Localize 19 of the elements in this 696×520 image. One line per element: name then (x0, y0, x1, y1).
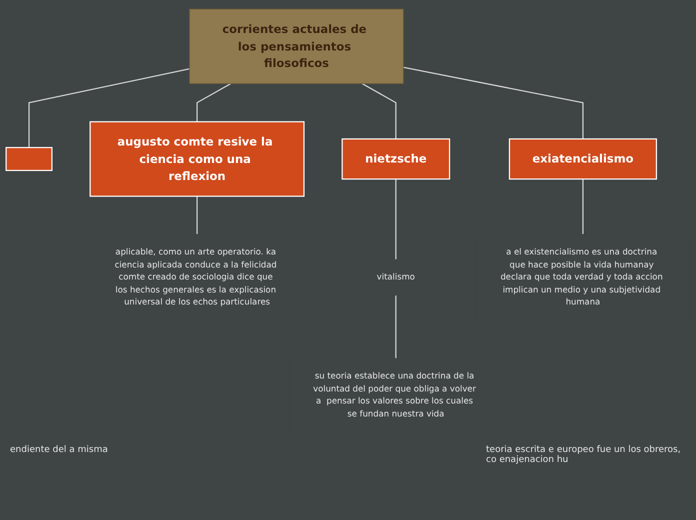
connector (582, 178, 584, 234)
connector (395, 294, 396, 358)
connector (362, 82, 396, 138)
node-box: corrientes actuales de los pensamientos filosoficos (189, 8, 404, 84)
note-text: endiente del a misma (10, 445, 108, 457)
connector (196, 196, 198, 234)
connector (28, 68, 190, 148)
node-text: su teoria establece una doctrina de la voluntad del poder que obliga a volver a pensar los valores sobre los cuales se fundan nuestra vida (313, 370, 476, 418)
node-text: vitalismo (376, 271, 415, 282)
connector (403, 66, 584, 138)
connector (196, 82, 232, 122)
node-box: nietzsche (342, 138, 450, 180)
node-text: a el existencialismo es una doctrina que hace posible la vida humanay declara que toda verdad y toda accion implican un medio y una subjetividad humana (500, 246, 663, 306)
node-box: augusto comte resive la ciencia como una reflexion (90, 120, 305, 196)
node-text: aplicable, como un arte operatorio. ka ciencia aplicada conduce a la felicidad comte creado de sociologia dice que los hechos generales es la explicasion universal de los echos particulares (114, 246, 277, 306)
node-box: exiatencialismo (508, 138, 658, 180)
node-box (6, 146, 53, 171)
note-text: teoria escrita e europeo fue un los obreros, co enajenacion hu (486, 445, 682, 465)
connector (395, 178, 396, 260)
